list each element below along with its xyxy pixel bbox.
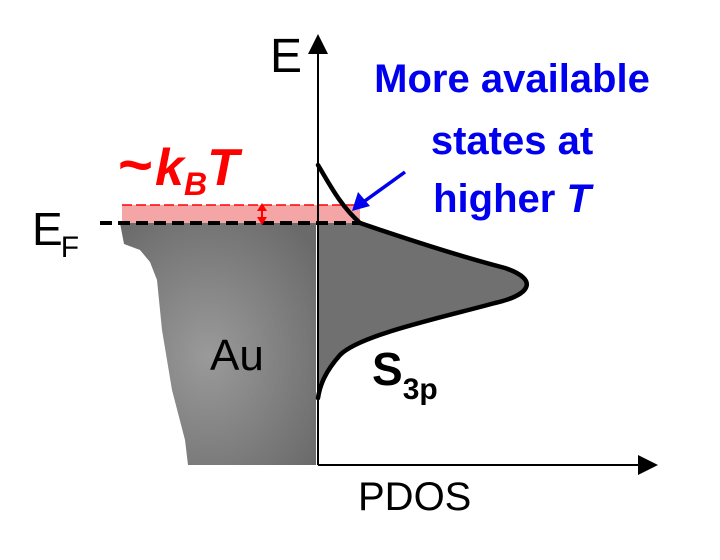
fermi-level-label: EF bbox=[32, 203, 79, 264]
s3p-dos-peak bbox=[318, 223, 527, 398]
energy-axis-label: E bbox=[270, 30, 302, 83]
annotation-arrow-head bbox=[352, 192, 370, 211]
annotation-line-1: More available bbox=[374, 57, 650, 101]
au-dos-region bbox=[120, 223, 316, 465]
thermal-band bbox=[122, 205, 360, 223]
kt-arrow-bottom-head bbox=[257, 217, 267, 225]
annotation-line-3: higher T bbox=[433, 177, 594, 221]
annotation-arrow-line bbox=[360, 170, 407, 205]
annotation-line-2: states at bbox=[431, 119, 593, 163]
au-label: Au bbox=[210, 331, 264, 380]
thermal-width-label: ~kBT bbox=[118, 131, 243, 202]
kt-arrow-top-head bbox=[257, 203, 267, 211]
pdos-axis-label: PDOS bbox=[358, 475, 471, 519]
s3p-label: S3p bbox=[372, 343, 438, 406]
